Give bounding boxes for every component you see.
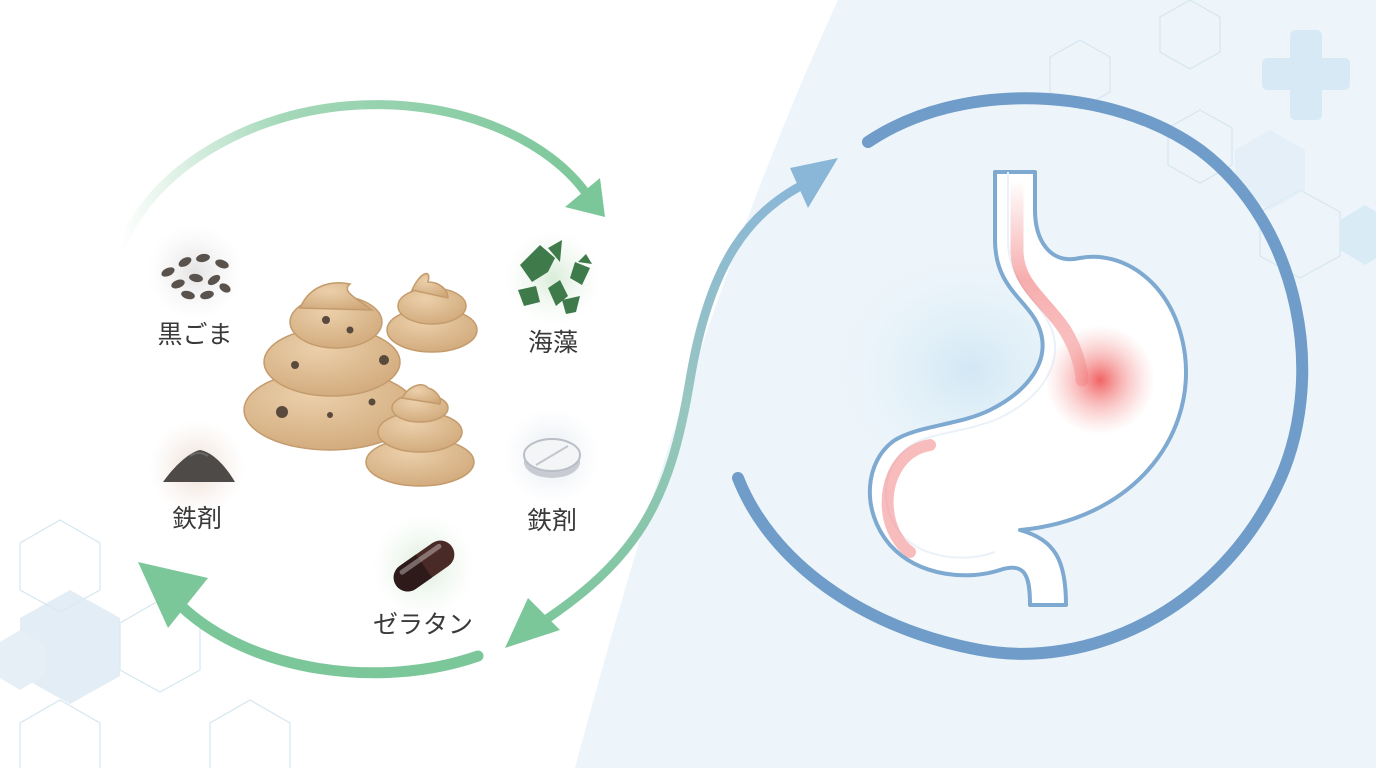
hexagon-filled — [20, 590, 120, 704]
connector-curve — [525, 175, 817, 635]
stomach-icon — [868, 170, 1188, 607]
label-seaweed: 海藻 — [527, 328, 579, 357]
inflammation-spot — [1045, 325, 1155, 435]
iron-powder-icon — [163, 450, 235, 482]
arrow-head-bottom — [138, 562, 208, 628]
black-sesame-icon — [161, 253, 231, 300]
arrow-head-connector-down — [505, 598, 560, 648]
stool-icon — [243, 272, 478, 487]
label-gelatin: ゼラタン — [372, 610, 474, 639]
gelatin-capsule-icon — [393, 540, 455, 592]
plus-icon — [1262, 30, 1350, 120]
seaweed-icon — [518, 240, 592, 314]
arrow-head-top — [565, 178, 605, 217]
iron-tablet-icon — [523, 438, 581, 478]
label-black-sesame: 黒ごま — [157, 320, 233, 349]
label-iron-tablet: 鉄剤 — [526, 506, 578, 535]
cycle-arc-bottom — [174, 599, 484, 679]
stomach-cycle-arc — [732, 92, 1309, 660]
cycle-arc-top — [115, 100, 593, 255]
arrow-head-connector-up — [790, 158, 838, 208]
label-iron-powder: 鉄剤 — [171, 504, 223, 533]
